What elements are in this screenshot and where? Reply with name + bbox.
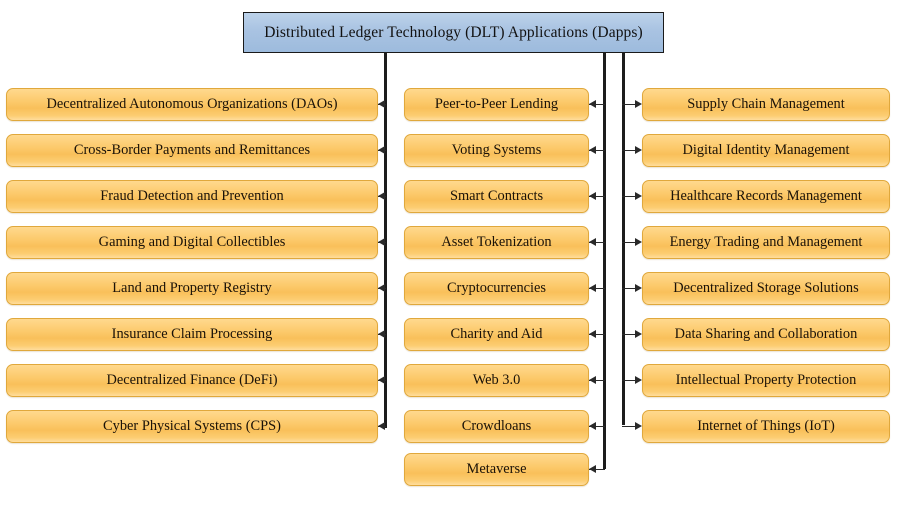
arrow-left-icon	[378, 192, 385, 200]
arrow-left-icon	[378, 330, 385, 338]
list-item[interactable]: Land and Property Registry	[6, 272, 378, 305]
connector-line	[622, 333, 636, 336]
list-item[interactable]: Intellectual Property Protection	[642, 364, 890, 397]
list-item[interactable]: Crowdloans	[404, 410, 589, 443]
connector-line	[589, 468, 605, 471]
arrow-left-icon	[589, 192, 596, 200]
diagram-title-box: Distributed Ledger Technology (DLT) Appl…	[243, 12, 664, 53]
list-item[interactable]: Metaverse	[404, 453, 589, 486]
list-item[interactable]: Supply Chain Management	[642, 88, 890, 121]
arrow-left-icon	[378, 284, 385, 292]
arrow-left-icon	[378, 422, 385, 430]
list-item[interactable]: Web 3.0	[404, 364, 589, 397]
list-item[interactable]: Decentralized Autonomous Organizations (…	[6, 88, 378, 121]
connector-line	[622, 287, 636, 290]
list-item[interactable]: Cross-Border Payments and Remittances	[6, 134, 378, 167]
connector-line	[589, 241, 605, 244]
list-item[interactable]: Insurance Claim Processing	[6, 318, 378, 351]
list-item[interactable]: Asset Tokenization	[404, 226, 589, 259]
list-item[interactable]: Charity and Aid	[404, 318, 589, 351]
arrow-left-icon	[589, 100, 596, 108]
arrow-right-icon	[635, 146, 642, 154]
arrow-left-icon	[589, 376, 596, 384]
connector-line	[589, 149, 605, 152]
list-item[interactable]: Gaming and Digital Collectibles	[6, 226, 378, 259]
connector-line	[589, 333, 605, 336]
connector-line	[622, 149, 636, 152]
list-item[interactable]: Fraud Detection and Prevention	[6, 180, 378, 213]
connector-line	[589, 379, 605, 382]
connector-line	[589, 425, 605, 428]
list-item[interactable]: Cyber Physical Systems (CPS)	[6, 410, 378, 443]
trunk-line-right	[622, 52, 625, 425]
arrow-left-icon	[589, 330, 596, 338]
arrow-right-icon	[635, 284, 642, 292]
arrow-left-icon	[378, 238, 385, 246]
list-item[interactable]: Internet of Things (IoT)	[642, 410, 890, 443]
arrow-left-icon	[589, 284, 596, 292]
connector-line	[589, 195, 605, 198]
connector-line	[622, 195, 636, 198]
list-item[interactable]: Healthcare Records Management	[642, 180, 890, 213]
arrow-right-icon	[635, 100, 642, 108]
connector-line	[622, 103, 636, 106]
arrow-right-icon	[635, 192, 642, 200]
arrow-left-icon	[589, 422, 596, 430]
arrow-right-icon	[635, 376, 642, 384]
connector-line	[589, 287, 605, 290]
list-item[interactable]: Peer-to-Peer Lending	[404, 88, 589, 121]
list-item[interactable]: Decentralized Storage Solutions	[642, 272, 890, 305]
list-item[interactable]: Cryptocurrencies	[404, 272, 589, 305]
arrow-right-icon	[635, 330, 642, 338]
list-item[interactable]: Digital Identity Management	[642, 134, 890, 167]
arrow-left-icon	[589, 146, 596, 154]
arrow-left-icon	[589, 465, 596, 473]
connector-line	[589, 103, 605, 106]
trunk-line-left	[384, 52, 387, 428]
connector-line	[622, 379, 636, 382]
list-item[interactable]: Decentralized Finance (DeFi)	[6, 364, 378, 397]
arrow-left-icon	[378, 146, 385, 154]
list-item[interactable]: Smart Contracts	[404, 180, 589, 213]
arrow-left-icon	[378, 376, 385, 384]
arrow-right-icon	[635, 422, 642, 430]
connector-line	[622, 241, 636, 244]
arrow-left-icon	[589, 238, 596, 246]
connector-line	[622, 425, 636, 428]
list-item[interactable]: Voting Systems	[404, 134, 589, 167]
trunk-line-middle	[603, 52, 606, 469]
arrow-right-icon	[635, 238, 642, 246]
arrow-left-icon	[378, 100, 385, 108]
list-item[interactable]: Data Sharing and Collaboration	[642, 318, 890, 351]
list-item[interactable]: Energy Trading and Management	[642, 226, 890, 259]
